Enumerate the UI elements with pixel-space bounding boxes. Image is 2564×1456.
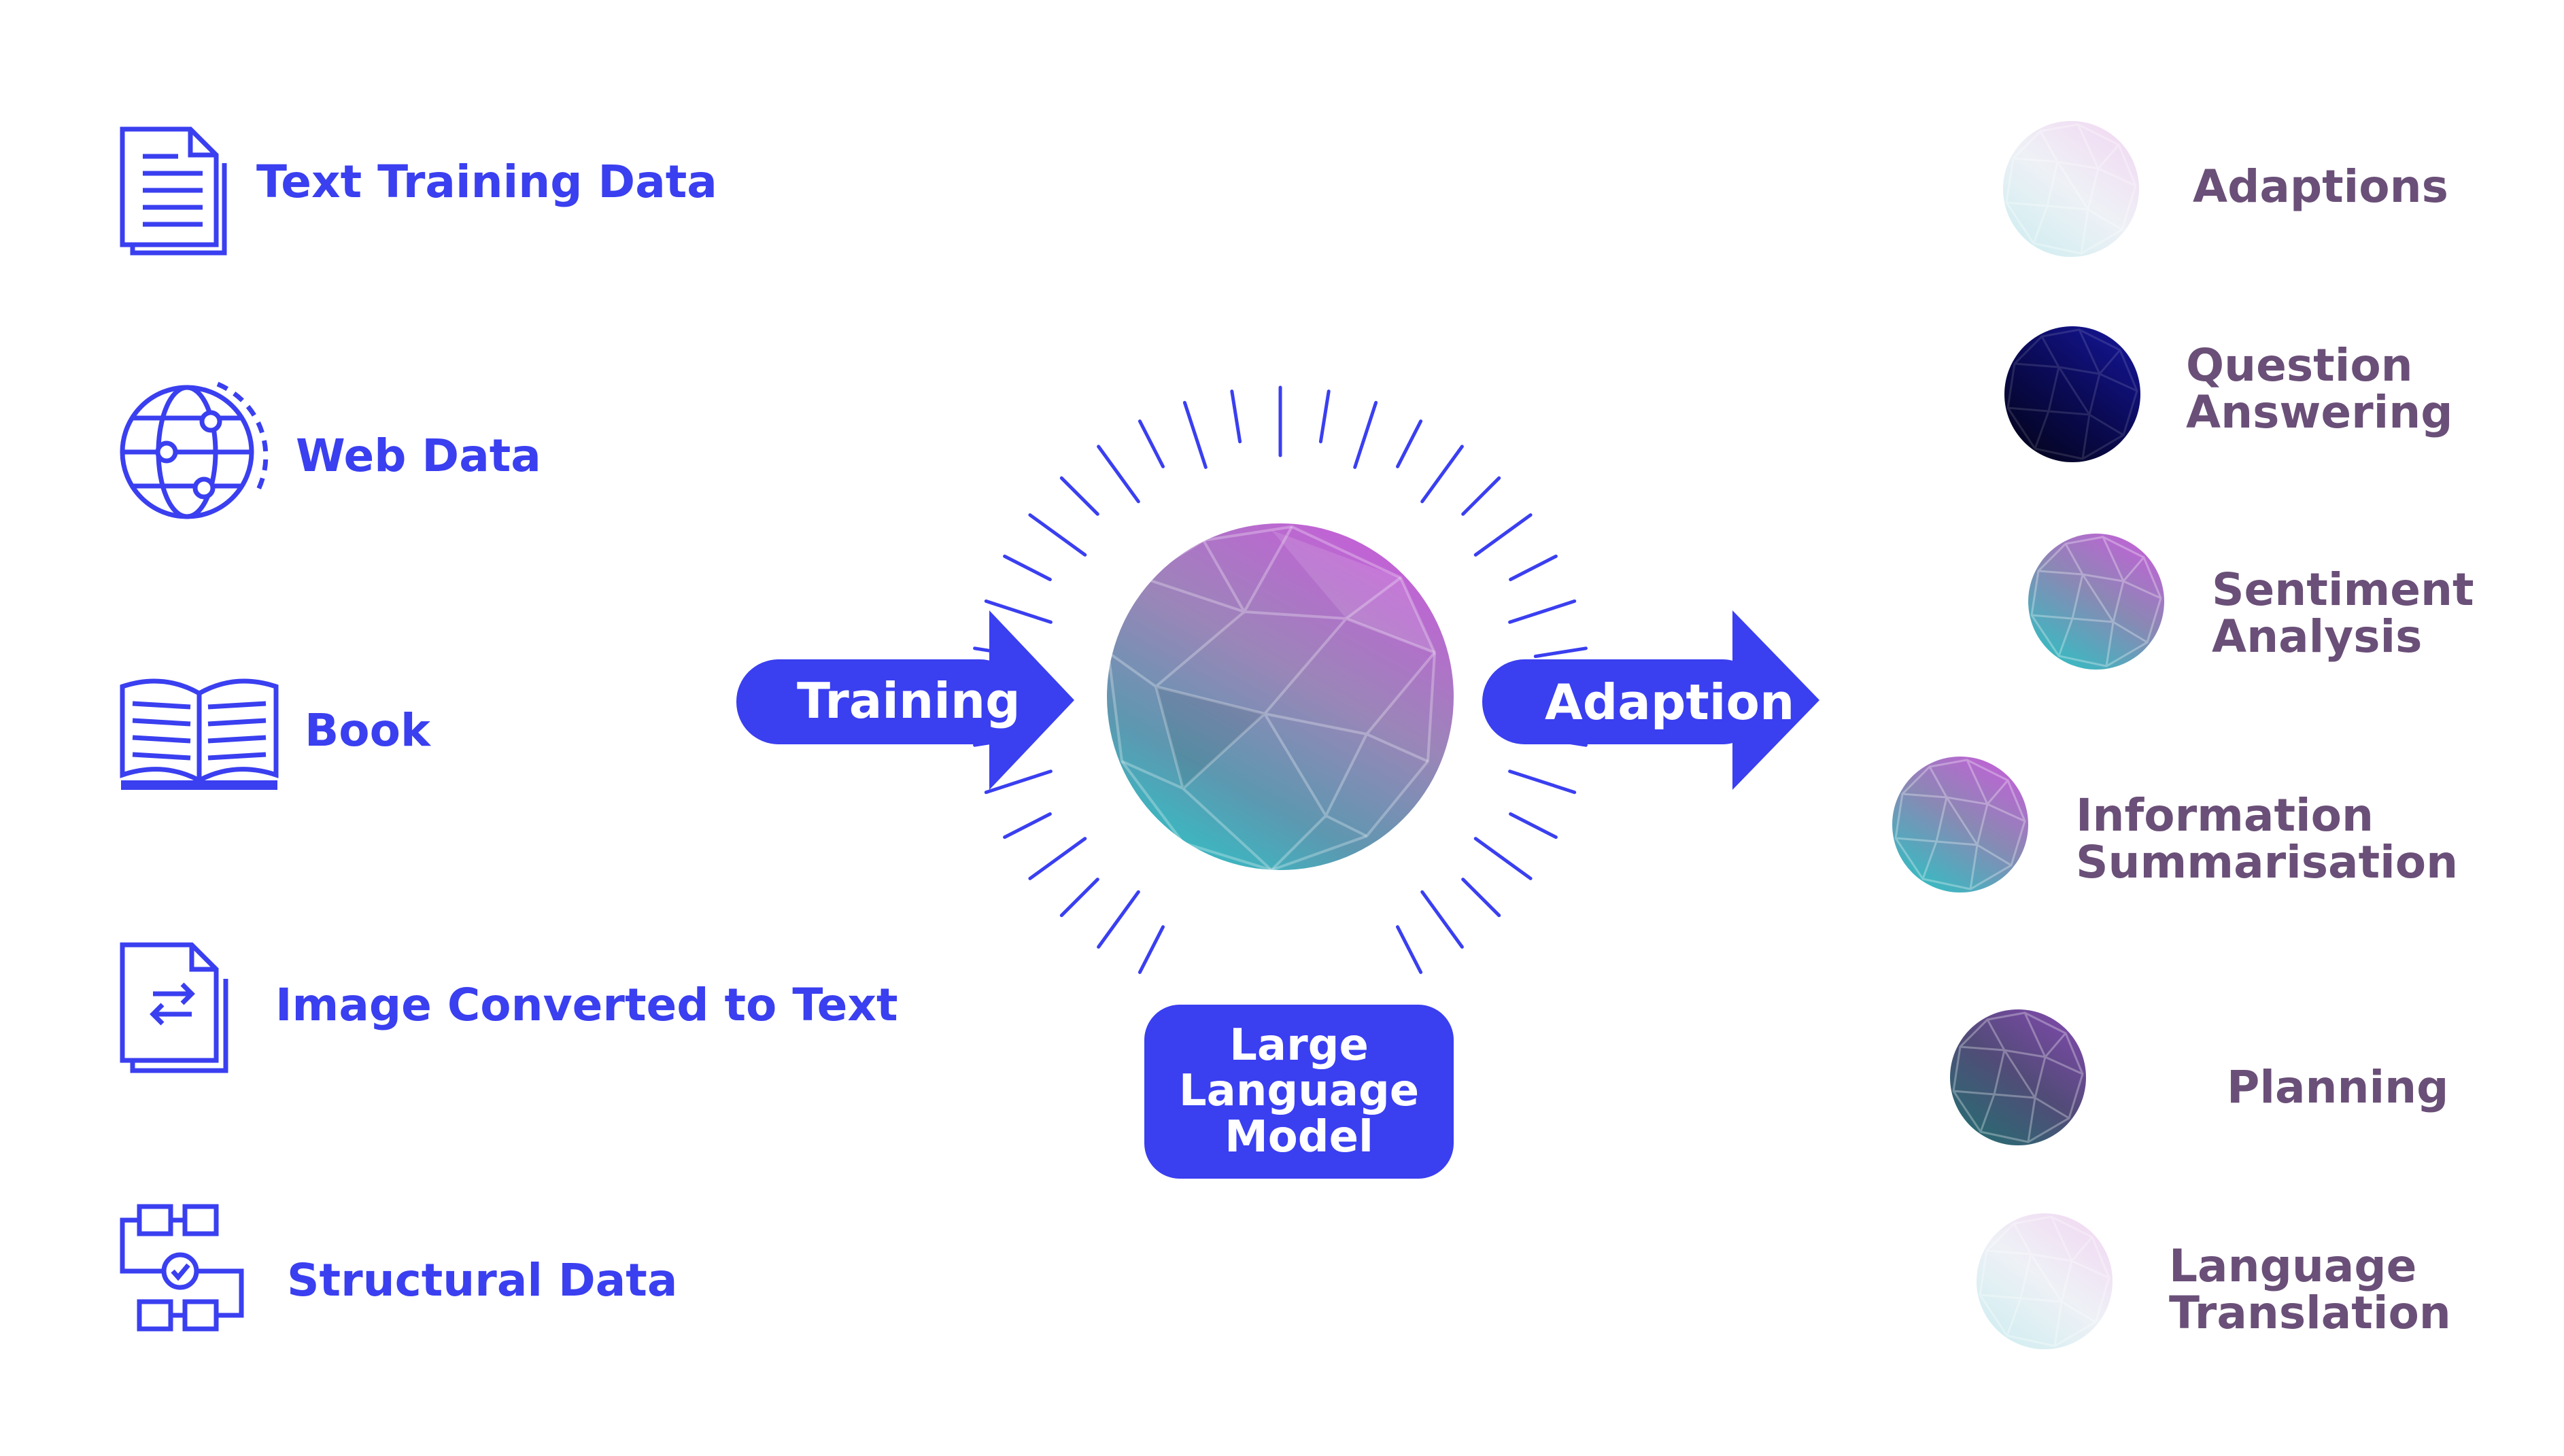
output-label-sentiment-analysis: Sentiment Analysis — [2212, 564, 2474, 663]
globe-icon — [120, 381, 269, 519]
ray-line — [1059, 476, 1099, 516]
adaption-arrow — [1482, 610, 1819, 790]
training-label: Training — [797, 672, 1021, 729]
ray-line — [1461, 476, 1501, 516]
ray-line — [1473, 513, 1533, 557]
structure-flow-icon — [120, 1204, 244, 1332]
sphere-question-answering — [2004, 326, 2140, 462]
input-label-structural-data: Structural Data — [287, 1254, 678, 1306]
ray-line — [1097, 445, 1140, 504]
sphere-language-translation — [1977, 1213, 2113, 1349]
book-icon — [120, 678, 279, 790]
ray-line — [1230, 389, 1242, 444]
large-language-model-box: Large Language Model — [1144, 1005, 1454, 1179]
model-label-line1: Large — [1229, 1020, 1369, 1071]
sphere-adaptions — [2003, 121, 2139, 257]
ray-line — [1059, 878, 1099, 918]
ray-line — [1097, 890, 1140, 949]
output-label-question-answering: Question Answering — [2186, 339, 2453, 439]
sphere-sentiment-analysis — [2028, 534, 2164, 670]
radiating-lines — [973, 385, 1588, 974]
file-convert-icon — [120, 942, 228, 1073]
document-icon — [120, 126, 227, 256]
input-label-web-data: Web Data — [296, 430, 541, 482]
ray-line — [1461, 878, 1501, 918]
output-label-information-summarisation: Information Summarisation — [2076, 789, 2459, 889]
ray-line — [1509, 812, 1558, 839]
input-label-image-converted: Image Converted to Text — [275, 979, 898, 1031]
input-label-text-training-data: Text Training Data — [256, 156, 717, 208]
ray-line — [1138, 925, 1165, 974]
adaption-label: Adaption — [1545, 674, 1795, 731]
ray-line — [1318, 389, 1331, 444]
sphere-information-summarisation — [1892, 757, 2028, 892]
ray-line — [1003, 812, 1052, 839]
ray-line — [1028, 837, 1087, 880]
ray-line — [1138, 419, 1165, 468]
model-label-line3: Model — [1225, 1111, 1373, 1162]
ray-line — [1028, 513, 1087, 557]
ray-line — [1473, 837, 1533, 880]
ray-line — [1508, 769, 1577, 795]
training-arrow — [736, 610, 1074, 790]
ray-line — [1182, 400, 1208, 469]
ray-line — [1420, 445, 1464, 504]
ray-line — [1396, 419, 1423, 468]
output-label-adaptions: Adaptions — [2193, 160, 2448, 213]
model-label-line2: Language — [1178, 1066, 1420, 1117]
ray-line — [1533, 646, 1588, 659]
ray-line — [1003, 554, 1052, 581]
sphere-planning — [1950, 1009, 2086, 1145]
ray-line — [1420, 890, 1464, 949]
ray-line — [1396, 925, 1423, 974]
output-label-language-translation: Language Translation — [2169, 1240, 2451, 1340]
ray-line — [1508, 599, 1577, 624]
input-label-book: Book — [305, 704, 430, 757]
ray-line — [1353, 400, 1378, 469]
ray-line — [984, 769, 1053, 795]
output-label-planning: Planning — [2227, 1061, 2449, 1113]
ray-line — [1509, 554, 1558, 581]
llm-sphere — [1106, 523, 1454, 872]
ray-line — [984, 599, 1053, 624]
